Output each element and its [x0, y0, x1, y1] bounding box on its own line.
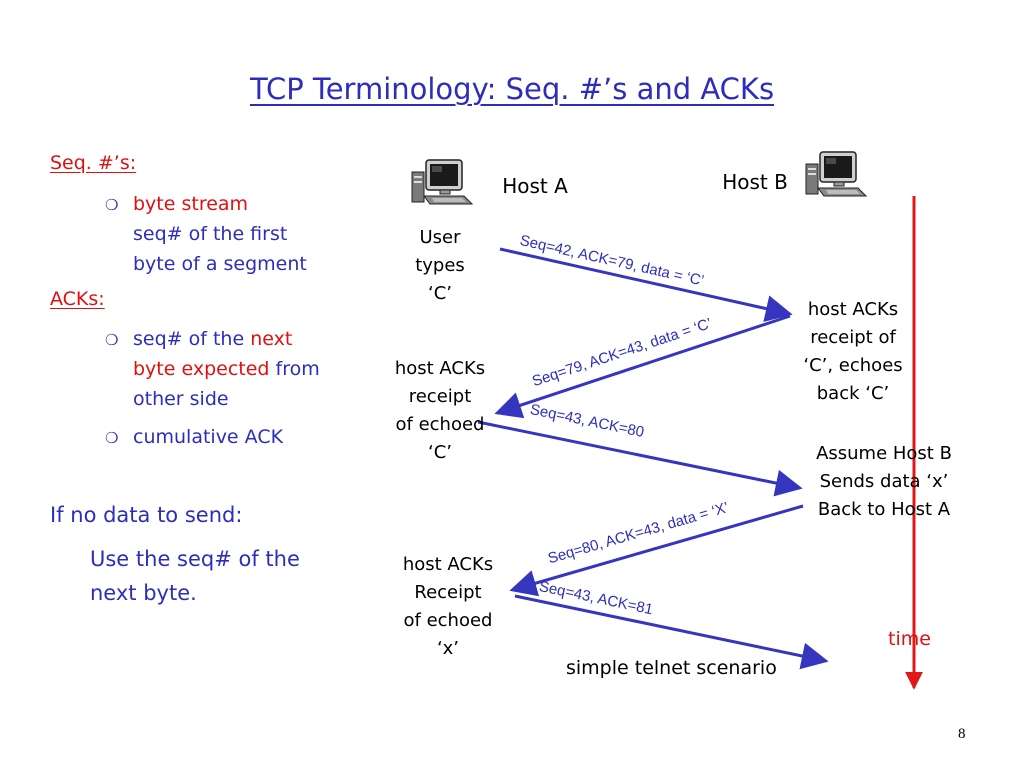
seq-heading: Seq. #’s:: [50, 152, 137, 174]
message-arrow-1: [499, 247, 793, 322]
seq-bullet-line1: byte stream: [133, 193, 249, 215]
acks-heading: ACKs:: [50, 288, 105, 310]
assume-host-b-label: Assume Host B Sends data ‘x’ Back to Hos…: [798, 440, 970, 524]
bullet-icon: ❍: [105, 429, 119, 447]
host-a-label: Host A: [502, 174, 568, 198]
seq-bullet-line2: seq# of the first: [133, 223, 288, 245]
nodata-heading: If no data to send:: [50, 503, 243, 527]
host-a-acks-x-line: Receipt: [414, 582, 482, 603]
assume-host-b-line: Assume Host B: [816, 443, 952, 464]
page-number: 8: [958, 726, 966, 742]
ack-bullet-2: cumulative ACK: [133, 426, 284, 448]
host-b-label: Host B: [722, 170, 788, 194]
host-b-acks-line: back ‘C’: [816, 383, 890, 404]
host-a-acks-c-line: of echoed: [395, 414, 485, 435]
host-a-acks-x-line: ‘x’: [436, 638, 460, 659]
computer-icon: [805, 151, 867, 197]
host-b-acks-line: host ACKs: [807, 299, 899, 320]
nodata-line1: Use the seq# of the: [90, 547, 300, 571]
host-a-acks-x-line: of echoed: [403, 610, 493, 631]
ack-byte-expected-emphasis: byte expected: [133, 358, 270, 380]
slide-title: TCP Terminology: Seq. #’s and ACKs: [249, 72, 775, 106]
host-b-acks-line: ‘C’, echoes: [803, 355, 903, 376]
nodata-text: Use the seq# of the next byte.: [90, 542, 300, 610]
ack-next-emphasis: next: [250, 328, 293, 350]
ack-bullet-1: seq# of the next byte expected from othe…: [133, 324, 320, 414]
ack-bullet-1-line1: seq# of the next: [133, 324, 320, 354]
computer-icon: [411, 159, 473, 205]
ack-bullet-1-line3: other side: [133, 388, 229, 410]
host-a-acks-c-label: host ACKs receipt of echoed ‘C’: [378, 355, 502, 467]
seq-bullet-line3: byte of a segment: [133, 253, 307, 275]
seq-bullet: byte stream seq# of the first byte of a …: [133, 189, 307, 279]
host-a-acks-x-label: host ACKs Receipt of echoed ‘x’: [386, 551, 510, 663]
host-a-acks-x-line: host ACKs: [402, 554, 494, 575]
user-types-line: ‘C’: [427, 283, 452, 304]
ack-bullet-1-line2: byte expected from: [133, 354, 320, 384]
assume-host-b-line: Sends data ‘x’: [819, 471, 949, 492]
message-arrow-4: [509, 504, 804, 597]
host-a-acks-c-line: receipt: [408, 386, 472, 407]
message-arrow-2: [494, 314, 791, 419]
host-a-acks-c-line: ‘C’: [427, 442, 452, 463]
host-a-acks-c-line: host ACKs: [394, 358, 486, 379]
host-b-acks-line: receipt of: [810, 327, 896, 348]
ack-text: seq# of the: [133, 328, 251, 350]
diagram-caption: simple telnet scenario: [566, 657, 777, 679]
bullet-icon: ❍: [105, 331, 119, 349]
time-label: time: [888, 628, 931, 650]
message-arrow-5: [514, 594, 829, 670]
user-types-line: User: [419, 227, 461, 248]
nodata-line2: next byte.: [90, 581, 197, 605]
user-types-line: types: [415, 255, 465, 276]
bullet-icon: ❍: [105, 196, 119, 214]
ack-text: from: [269, 358, 320, 380]
assume-host-b-line: Back to Host A: [817, 499, 951, 520]
message-arrow-3: [477, 420, 803, 497]
host-b-acks-label: host ACKs receipt of ‘C’, echoes back ‘C…: [788, 296, 918, 408]
user-types-label: User types ‘C’: [395, 224, 485, 308]
